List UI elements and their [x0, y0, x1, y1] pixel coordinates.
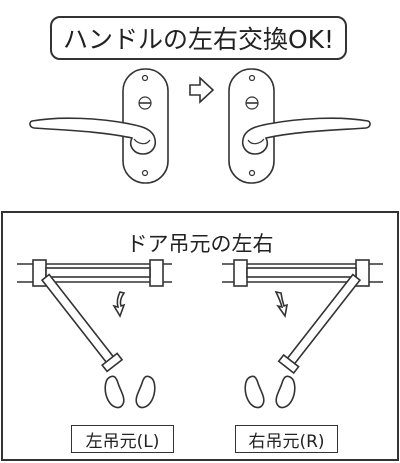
closed-door-right [246, 267, 357, 278]
door-frame-post-left [149, 259, 164, 287]
swap-arrow-icon [189, 76, 215, 104]
left-hinge-diagram [17, 259, 172, 409]
right-hinge-diagram [222, 259, 383, 409]
panel-title: ドア吊元の左右 [126, 232, 274, 256]
door-swing-diagram [17, 259, 383, 409]
lever-handle-left [29, 117, 157, 155]
left-handle-illustration [29, 68, 169, 184]
closed-door-left [45, 267, 151, 278]
door-hinge-panel [1, 211, 399, 461]
page-title-box: ハンドルの左右交換OK! [50, 16, 347, 60]
screw-hole [248, 74, 256, 82]
right-hinge-caption-text: 右吊元(R) [248, 431, 325, 452]
open-door-left [40, 273, 118, 368]
handle-mark-left [101, 352, 124, 373]
screw-hole [141, 169, 149, 177]
footprints-icon-right [244, 375, 296, 409]
footprints-icon-left [104, 375, 156, 409]
handle-mark-right [277, 353, 300, 375]
right-handle-illustration [228, 68, 371, 184]
door-frame-post-right [233, 259, 248, 287]
handle-swap-diagram [29, 68, 371, 184]
right-hinge-caption: 右吊元(R) [235, 425, 338, 453]
screw-hole [141, 74, 149, 82]
screw-hole [248, 169, 256, 177]
arrow-down-icon [274, 290, 289, 319]
left-hinge-caption: 左吊元(L) [71, 425, 174, 453]
arrow-down-icon [112, 291, 126, 318]
lever-handle-right [241, 117, 371, 155]
open-door-right [284, 273, 362, 368]
page-title: ハンドルの左右交換OK! [62, 25, 335, 54]
left-hinge-caption-text: 左吊元(L) [85, 431, 160, 452]
